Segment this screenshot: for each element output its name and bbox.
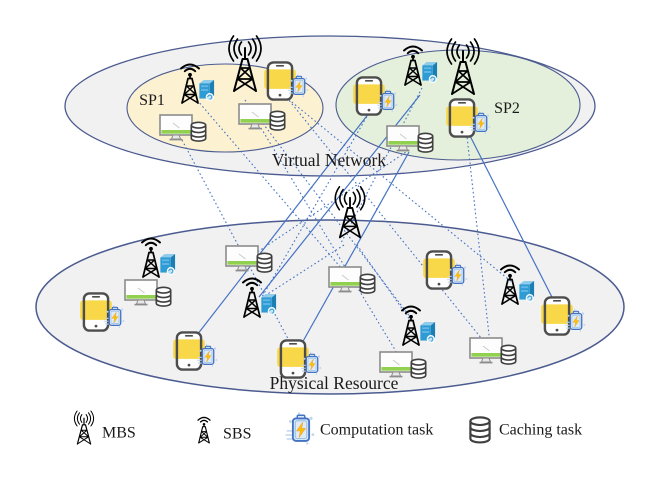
- legend: MBS SBS Computation task Caching task: [73, 410, 582, 446]
- virtual-network-label: Virtual Network: [272, 150, 386, 170]
- physical-resource-label: Physical Resource: [270, 373, 399, 393]
- legend-label: Computation task: [320, 422, 433, 439]
- mapping-link-dashed: [281, 93, 514, 284]
- mapping-link-dashed: [283, 93, 487, 345]
- mapping-link-dashed: [356, 244, 414, 325]
- mapping-link-dashed: [260, 127, 401, 359]
- sp1-label: SP1: [139, 92, 165, 109]
- caching-task-icon: [469, 416, 491, 444]
- mapping-link-dashed: [181, 139, 295, 351]
- mapping-link-solid: [465, 127, 559, 310]
- mapping-link-dashed: [196, 99, 349, 277]
- mapping-link-solid: [189, 107, 374, 345]
- legend-label: MBS: [102, 425, 136, 442]
- legend-label: SBS: [223, 426, 251, 443]
- mapping-link-dashed: [244, 99, 415, 323]
- sp2-label: SP2: [494, 100, 520, 117]
- mapping-link-dashed: [262, 244, 345, 298]
- mapping-link-solid: [296, 151, 410, 353]
- physical-resource-ellipse: [35, 219, 625, 395]
- mapping-link-dashed: [261, 105, 374, 298]
- legend-label: Caching task: [499, 422, 582, 439]
- mapping-link-dashed: [462, 99, 491, 345]
- mapping-link-dashed: [249, 149, 410, 258]
